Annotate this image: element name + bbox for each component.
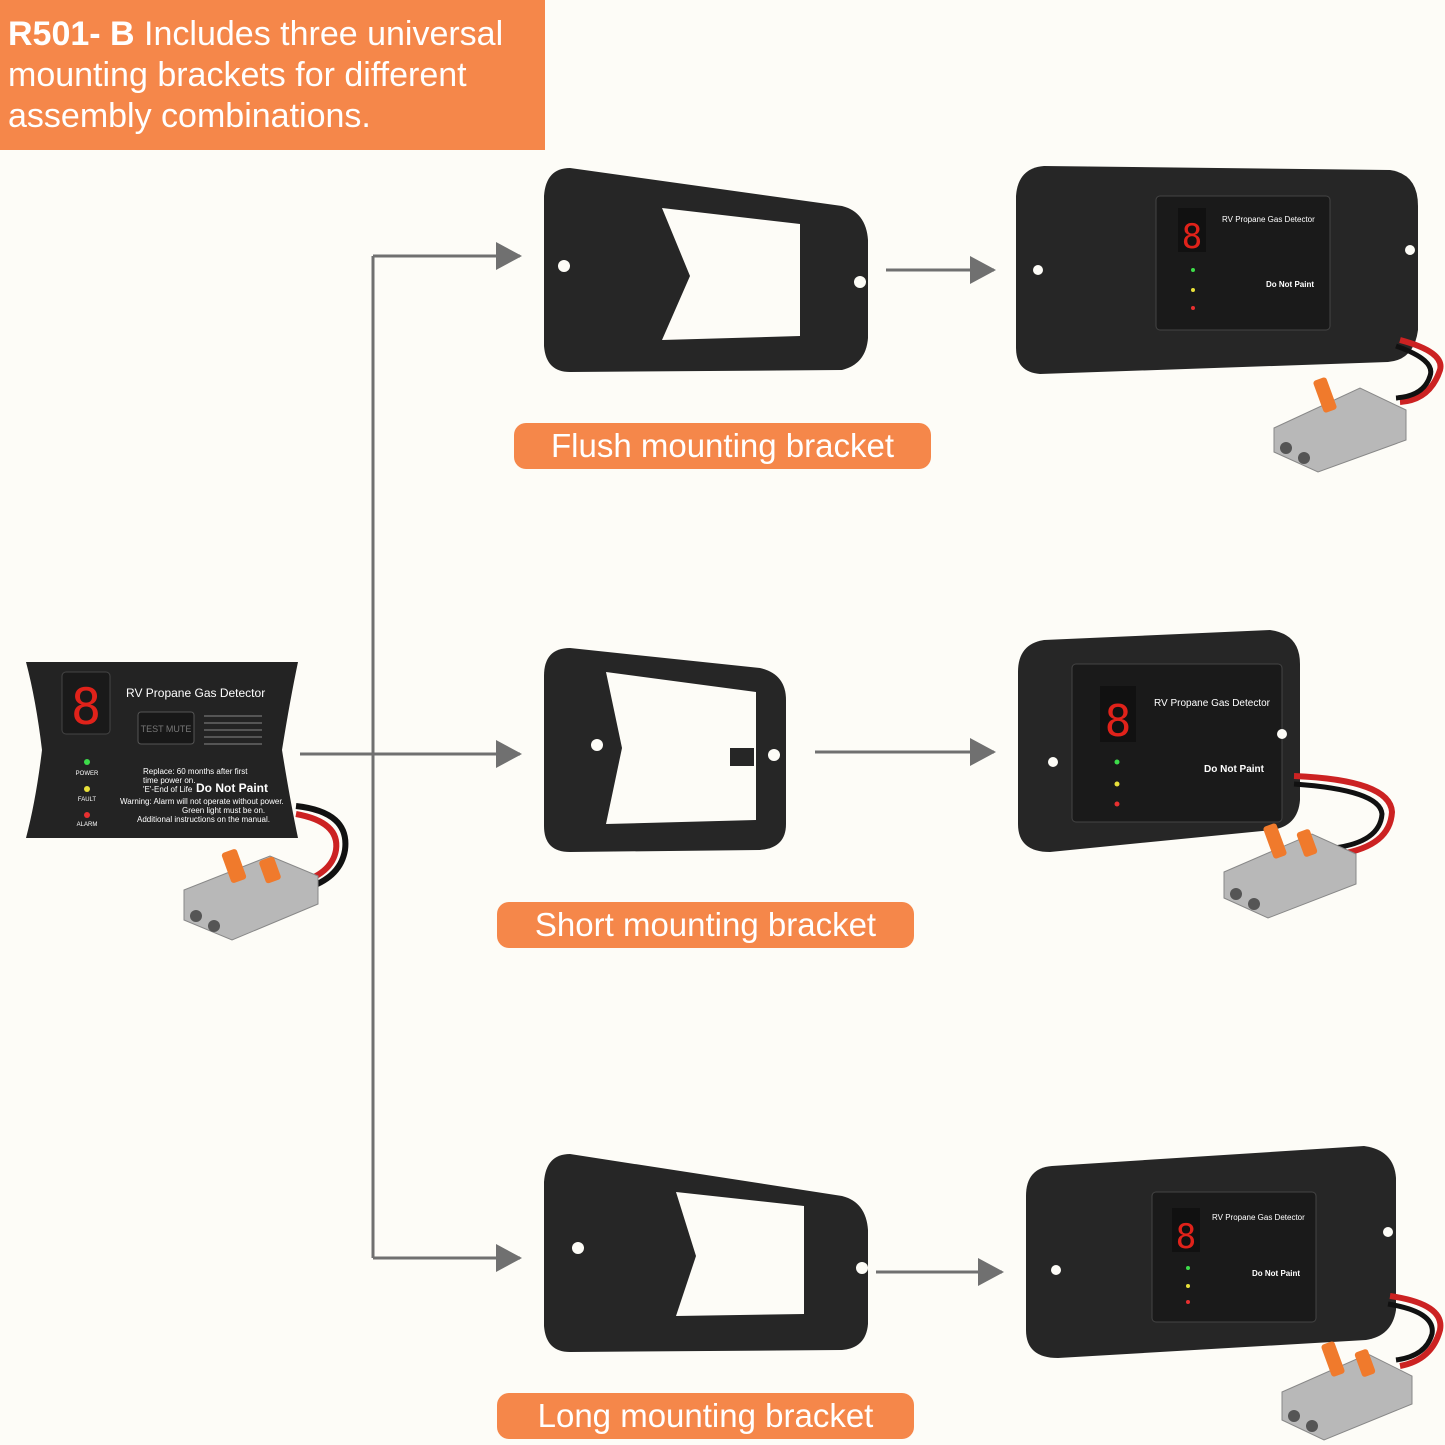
replace-text: Replace: 60 months after first: [143, 767, 248, 776]
short-connector-icon: [1223, 823, 1357, 919]
short-bracket: [544, 648, 786, 852]
connector-lines: [300, 242, 1004, 1286]
long-connector-icon: [1281, 1341, 1413, 1441]
long-bracket: [544, 1154, 868, 1352]
test-mute-button: TEST MUTE: [141, 724, 192, 734]
additional-text: Additional instructions on the manual.: [137, 815, 270, 824]
short-do-not-paint: Do Not Paint: [1204, 764, 1265, 775]
long-digit: 8: [1176, 1217, 1196, 1257]
flush-bracket: [544, 168, 868, 372]
model-number: R501- B: [8, 15, 135, 53]
digit-display: 8: [71, 678, 101, 736]
short-assembly-result: 8 RV Propane Gas Detector Do Not Paint: [1018, 630, 1396, 919]
long-do-not-paint: Do Not Paint: [1252, 1269, 1300, 1278]
long-title: RV Propane Gas Detector: [1212, 1213, 1305, 1222]
flush-bracket-label: Flush mounting bracket: [514, 423, 931, 469]
power-led-icon: [84, 759, 90, 765]
banner-description: Includes three universal mounting bracke…: [8, 15, 504, 135]
long-assembly-result: 8 RV Propane Gas Detector Do Not Paint: [1026, 1146, 1444, 1441]
fault-label: FAULT: [78, 797, 97, 803]
eol-text: 'E'-End of Life: [143, 785, 193, 794]
gas-detector-unit: 8 RV Propane Gas Detector TEST MUTE POWE…: [26, 662, 349, 941]
replace-text-2: time power on.: [143, 776, 195, 785]
flush-title: RV Propane Gas Detector: [1222, 215, 1315, 224]
short-title: RV Propane Gas Detector: [1154, 698, 1271, 709]
flush-do-not-paint: Do Not Paint: [1266, 280, 1314, 289]
short-bracket-label: Short mounting bracket: [497, 902, 914, 948]
short-digit: 8: [1105, 696, 1132, 747]
long-bracket-label: Long mounting bracket: [497, 1393, 914, 1439]
flush-digit: 8: [1182, 217, 1202, 257]
flush-connector-icon: [1273, 377, 1407, 473]
do-not-paint-text: Do Not Paint: [196, 781, 268, 795]
power-label: POWER: [76, 771, 99, 777]
alarm-led-icon: [84, 812, 90, 818]
speaker-grille-icon: [204, 715, 262, 745]
alarm-label: ALARM: [77, 822, 98, 828]
wire-connector-icon: [183, 849, 319, 941]
warning-text: Warning: Alarm will not operate without …: [120, 797, 284, 806]
flush-assembly-result: 8 RV Propane Gas Detector Do Not Paint: [1016, 166, 1444, 473]
header-banner: R501- B Includes three universal mountin…: [0, 0, 545, 150]
detector-title: RV Propane Gas Detector: [126, 686, 265, 700]
warning-text-2: Green light must be on.: [182, 806, 265, 815]
fault-led-icon: [84, 786, 90, 792]
